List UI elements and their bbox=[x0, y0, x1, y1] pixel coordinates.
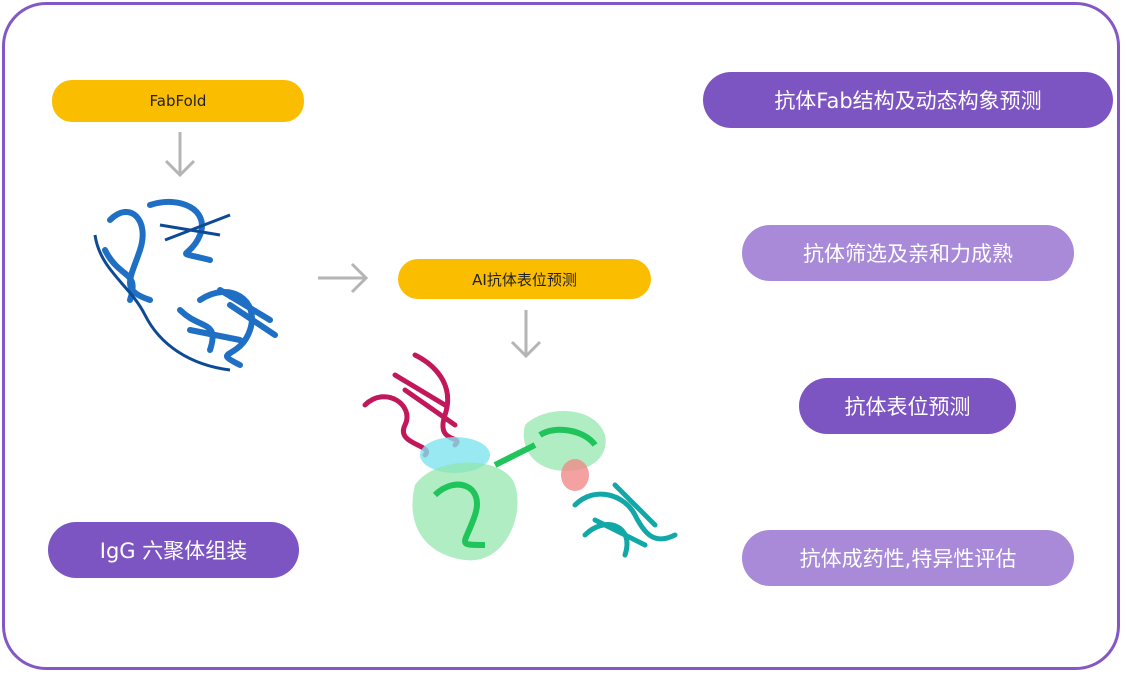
fabfold-label: FabFold bbox=[52, 80, 304, 122]
arrow-down-icon bbox=[164, 132, 196, 178]
antibody-screening-pill: 抗体筛选及亲和力成熟 bbox=[742, 225, 1074, 281]
epitope-prediction-pill: 抗体表位预测 bbox=[799, 378, 1016, 434]
epitope-prediction-label: AI抗体表位预测 bbox=[398, 259, 651, 299]
igg-hexamer-assembly-pill: IgG 六聚体组装 bbox=[48, 522, 299, 578]
fab-structure-image bbox=[93, 198, 278, 372]
developability-assessment-pill: 抗体成药性,特异性评估 bbox=[742, 530, 1074, 586]
arrow-down-icon bbox=[510, 310, 542, 359]
fab-structure-prediction-pill: 抗体Fab结构及动态构象预测 bbox=[703, 72, 1113, 128]
arrow-right-icon bbox=[318, 262, 369, 294]
antibody-antigen-complex-image bbox=[362, 352, 678, 561]
